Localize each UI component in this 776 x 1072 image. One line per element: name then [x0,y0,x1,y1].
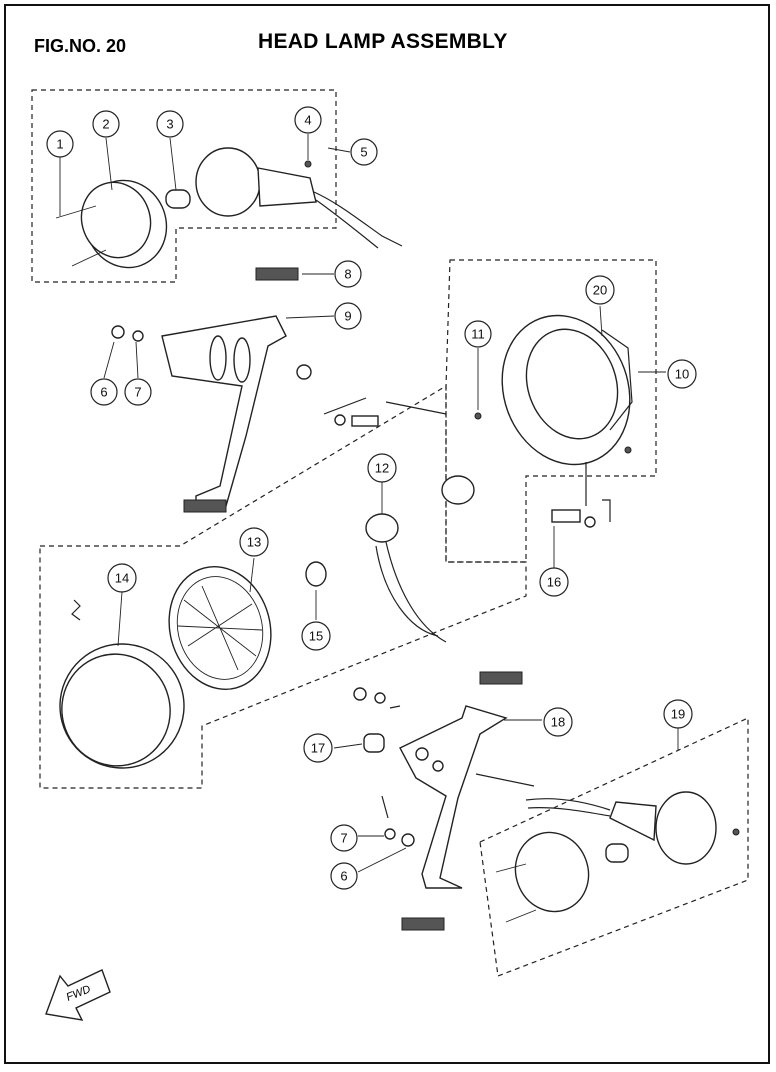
callout-label: 1 [56,137,63,152]
callout-7-upper: 7 [124,378,152,406]
bracket-right [399,705,508,889]
turn-signal-housing-front [195,147,403,249]
figure-frame: FIG.NO. 20 HEAD LAMP ASSEMBLY [4,4,770,1064]
callout-label: 7 [134,385,141,400]
forward-arrow-icon: FWD [45,969,111,1021]
callout-5: 5 [350,138,378,166]
spacer-17 [363,733,385,753]
callout-label: 7 [340,831,347,846]
callout-label: 2 [102,117,109,132]
callout-label: 18 [551,715,565,730]
figure-title: HEAD LAMP ASSEMBLY [258,30,508,53]
callout-label: 6 [340,869,347,884]
callout-9: 9 [334,302,362,330]
headlamp-bulb [305,561,327,587]
figure-number: FIG.NO. 20 [34,36,127,56]
washer-upper-right [374,692,386,704]
rubber-pad-bottom [401,917,445,931]
callout-label: 16 [547,575,561,590]
callout-8: 8 [334,260,362,288]
callout-11: 11 [464,320,492,348]
callout-4: 4 [294,106,322,134]
callout-label: 3 [166,117,173,132]
callout-20: 20 [585,275,615,305]
callout-3: 3 [156,110,184,138]
nut-6-lower [401,833,415,847]
group-outline-headlamp-rim [39,384,527,789]
lens-ring-front [55,179,168,269]
rubber-pad-lower [183,499,227,513]
callout-label: 20 [593,283,607,298]
callout-10: 10 [667,359,697,389]
washer-7-upper [132,330,144,342]
callout-label: 5 [360,145,367,160]
rubber-pad-mid [479,671,523,685]
bolt-16 [551,509,596,528]
callout-label: 8 [344,267,351,282]
bracket-left [161,315,287,507]
callout-6-upper: 6 [90,378,118,406]
callout-16: 16 [539,567,569,597]
callout-label: 9 [344,309,351,324]
callout-12: 12 [367,453,397,483]
reflector-unit [168,566,272,690]
rubber-pad-upper [255,267,299,281]
callout-label: 12 [375,461,389,476]
headlamp-housing [474,314,633,466]
callout-label: 6 [100,385,107,400]
callout-17: 17 [303,733,333,763]
bolt-upper [334,414,379,427]
callout-19: 19 [663,699,693,729]
leader-lines [59,134,679,873]
spacer-upper [296,364,312,380]
callout-7-lower: 7 [330,824,358,852]
nut-6-upper [111,325,125,339]
washer-7-lower [384,828,396,840]
bulb-front [165,189,191,209]
callout-label: 14 [115,571,129,586]
callout-label: 19 [671,707,685,722]
turn-signal-rear [495,791,740,923]
callout-label: 15 [309,629,323,644]
nut-upper-right [353,687,367,701]
callout-15: 15 [301,621,331,651]
bulb-socket-harness [365,475,475,643]
exploded-diagram: FWD 1 2 3 4 5 8 9 6 7 20 11 10 12 13 14 … [31,89,749,1021]
callout-13: 13 [239,527,269,557]
callout-label: 17 [311,741,325,756]
callout-label: 13 [247,535,261,550]
callout-6-lower: 6 [330,862,358,890]
callout-label: 11 [471,327,485,342]
callout-label: 4 [304,113,311,128]
callout-label: 10 [675,367,689,382]
callout-2: 2 [92,110,120,138]
headlamp-rim [59,599,185,769]
callout-18: 18 [543,707,573,737]
callout-14: 14 [107,563,137,593]
callout-1: 1 [46,130,74,158]
